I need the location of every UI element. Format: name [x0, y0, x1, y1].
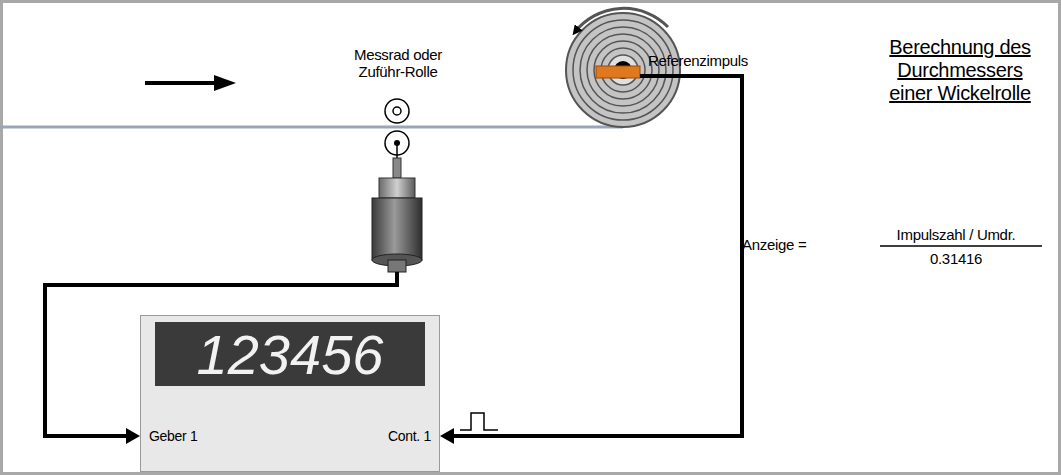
direction-arrow: [145, 75, 236, 91]
sensor-label: Referenzimpuls: [648, 52, 748, 69]
formula-numerator: Impulszahl / Umdr.: [856, 226, 1056, 243]
roller-label: Messrad oder Zuführ-Rolle: [343, 46, 453, 81]
formula-denominator: 0.31416: [856, 250, 1056, 267]
counter-display: 123456: [155, 322, 425, 386]
formula-left: Anzeige =: [742, 236, 806, 253]
pulse-symbol: [460, 413, 498, 430]
winding-roll: [566, 13, 680, 127]
rotation-arrow: [575, 8, 668, 32]
measuring-rollers: [385, 99, 409, 160]
title: Berechnung des Durchmessers einer Wickel…: [876, 36, 1044, 105]
counter-housing: Geber 1 Cont. 1 123456: [140, 315, 440, 472]
web-line: [0, 126, 623, 129]
control-label: Cont. 1: [388, 428, 431, 444]
encoder: [372, 158, 422, 272]
display-digits: 123456: [197, 322, 384, 387]
reference-wire: [440, 76, 742, 444]
reference-sensor: [596, 66, 640, 78]
fraction-bar: [880, 245, 1042, 247]
input-label: Geber 1: [149, 428, 198, 444]
